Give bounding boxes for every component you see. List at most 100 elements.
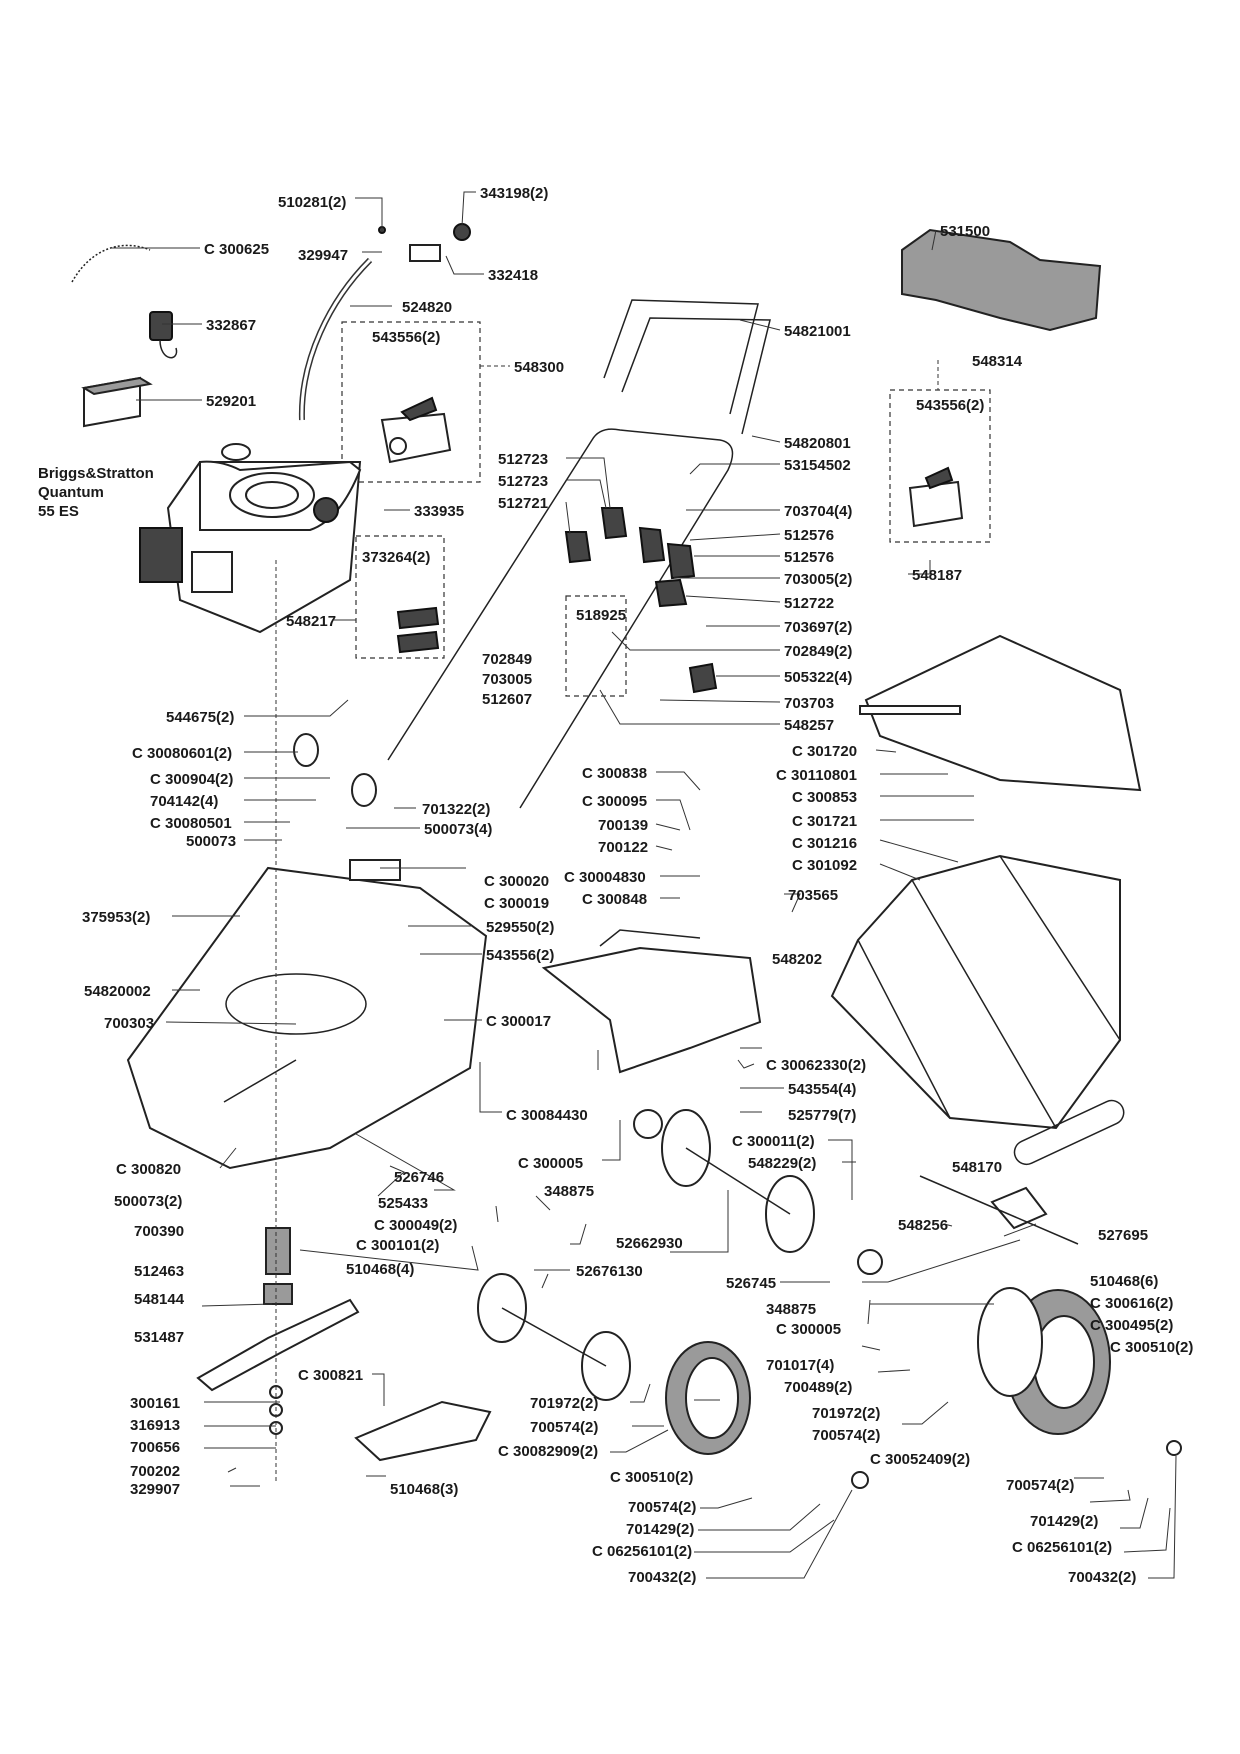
- label-c300005-b: C 300005: [776, 1321, 841, 1338]
- label-c301720: C 301720: [792, 743, 857, 760]
- knob-505322: [688, 662, 718, 694]
- label-524820: 524820: [402, 299, 452, 316]
- label-548170: 548170: [952, 1159, 1002, 1176]
- label-703697: 703697(2): [784, 619, 852, 636]
- label-700574-d: 700574(2): [628, 1499, 696, 1516]
- label-500073-c: 500073(2): [114, 1193, 182, 1210]
- label-548300: 548300: [514, 359, 564, 376]
- label-703703: 703703: [784, 695, 834, 712]
- label-53154502: 53154502: [784, 457, 851, 474]
- label-348875-a: 348875: [544, 1183, 594, 1200]
- label-c300820: C 300820: [116, 1161, 181, 1178]
- label-703005-b: 703005: [482, 671, 532, 688]
- group-548314: [889, 389, 991, 543]
- engine-label-3: 55 ES: [38, 503, 79, 520]
- label-510468-c: 510468(3): [390, 1481, 458, 1498]
- label-526746: 526746: [394, 1169, 444, 1186]
- leader-lines: [112, 191, 1177, 1579]
- label-512723-b: 512723: [498, 473, 548, 490]
- label-c300838: C 300838: [582, 765, 647, 782]
- label-505322: 505322(4): [784, 669, 852, 686]
- label-700390: 700390: [134, 1223, 184, 1240]
- label-512576-a: 512576: [784, 527, 834, 544]
- label-703005-a: 703005(2): [784, 571, 852, 588]
- label-c30062330: C 30062330(2): [766, 1057, 866, 1074]
- rear-deflector: [864, 634, 1142, 792]
- label-510468-b: 510468(6): [1090, 1273, 1158, 1290]
- label-700489: 700489(2): [784, 1379, 852, 1396]
- key-head: [453, 223, 471, 241]
- label-701322: 701322(2): [422, 801, 490, 818]
- label-c30080501: C 30080501: [150, 815, 232, 832]
- label-510281: 510281(2): [278, 194, 346, 211]
- label-531500: 531500: [940, 223, 990, 240]
- label-543554: 543554(4): [788, 1081, 856, 1098]
- label-c06256101-a: C 06256101(2): [592, 1543, 692, 1560]
- label-700202: 700202: [130, 1463, 180, 1480]
- label-510468-a: 510468(4): [346, 1261, 414, 1278]
- label-548314: 548314: [972, 353, 1023, 370]
- cable-spring: [71, 244, 151, 283]
- label-332418: 332418: [488, 267, 538, 284]
- label-702849-b: 702849(2): [784, 643, 852, 660]
- label-700574-b: 700574(2): [812, 1427, 880, 1444]
- charger: [149, 311, 173, 341]
- label-512463: 512463: [134, 1263, 184, 1280]
- label-c300510-b: C 300510(2): [610, 1469, 693, 1486]
- grassbag-lid: [901, 228, 1102, 332]
- label-c300019: C 300019: [484, 895, 549, 912]
- label-54820002: 54820002: [84, 983, 151, 1000]
- label-700303: 700303: [104, 1015, 154, 1032]
- grip-512722: [654, 578, 688, 608]
- group-373264: [355, 535, 445, 659]
- label-512607: 512607: [482, 691, 532, 708]
- label-52662930: 52662930: [616, 1235, 683, 1252]
- label-c300904: C 300904(2): [150, 771, 233, 788]
- label-52676130: 52676130: [576, 1263, 643, 1280]
- label-c300510-a: C 300510(2): [1110, 1339, 1193, 1356]
- label-c30084430: C 30084430: [506, 1107, 588, 1124]
- label-526745: 526745: [726, 1275, 776, 1292]
- label-701972-b: 701972(2): [812, 1405, 880, 1422]
- label-512576-b: 512576: [784, 549, 834, 566]
- label-701429-b: 701429(2): [1030, 1513, 1098, 1530]
- label-c30004830: C 30004830: [564, 869, 646, 886]
- throttle-cable: [298, 257, 373, 421]
- label-700574-c: 700574(2): [1006, 1477, 1074, 1494]
- label-543556-a: 543556(2): [372, 329, 440, 346]
- label-529550: 529550(2): [486, 919, 554, 936]
- label-701429-a: 701429(2): [626, 1521, 694, 1538]
- label-c300011: C 300011(2): [732, 1133, 815, 1150]
- engine-label-1: Briggs&Stratton: [38, 465, 154, 482]
- blade: [196, 1298, 360, 1392]
- label-703565: 703565: [788, 887, 838, 904]
- label-c30052409: C 30052409(2): [870, 1451, 970, 1468]
- label-512721: 512721: [498, 495, 548, 512]
- label-700432-a: 700432(2): [628, 1569, 696, 1586]
- label-700574-a: 700574(2): [530, 1419, 598, 1436]
- label-518925: 518925: [576, 607, 626, 624]
- label-c300017: C 300017: [486, 1013, 551, 1030]
- label-c300625: C 300625: [204, 241, 269, 258]
- label-701017: 701017(4): [766, 1357, 834, 1374]
- label-700432-b: 700432(2): [1068, 1569, 1136, 1586]
- label-329907: 329907: [130, 1481, 180, 1498]
- label-c300848: C 300848: [582, 891, 647, 908]
- control-housing: [380, 412, 452, 464]
- label-548144: 548144: [134, 1291, 185, 1308]
- label-531487: 531487: [134, 1329, 184, 1346]
- label-c06256101-b: C 06256101(2): [1012, 1539, 1112, 1556]
- label-702849-a: 702849: [482, 651, 532, 668]
- label-525433: 525433: [378, 1195, 428, 1212]
- deck-opening: [225, 973, 367, 1035]
- label-543556-c: 543556(2): [486, 947, 554, 964]
- label-329947: 329947: [298, 247, 348, 264]
- label-548257: 548257: [784, 717, 834, 734]
- label-548229: 548229(2): [748, 1155, 816, 1172]
- mulch-plate: [354, 1400, 492, 1462]
- label-512723-a: 512723: [498, 451, 548, 468]
- handle-lower: [387, 428, 734, 809]
- label-c30110801: C 30110801: [776, 767, 857, 784]
- label-548187: 548187: [912, 567, 962, 584]
